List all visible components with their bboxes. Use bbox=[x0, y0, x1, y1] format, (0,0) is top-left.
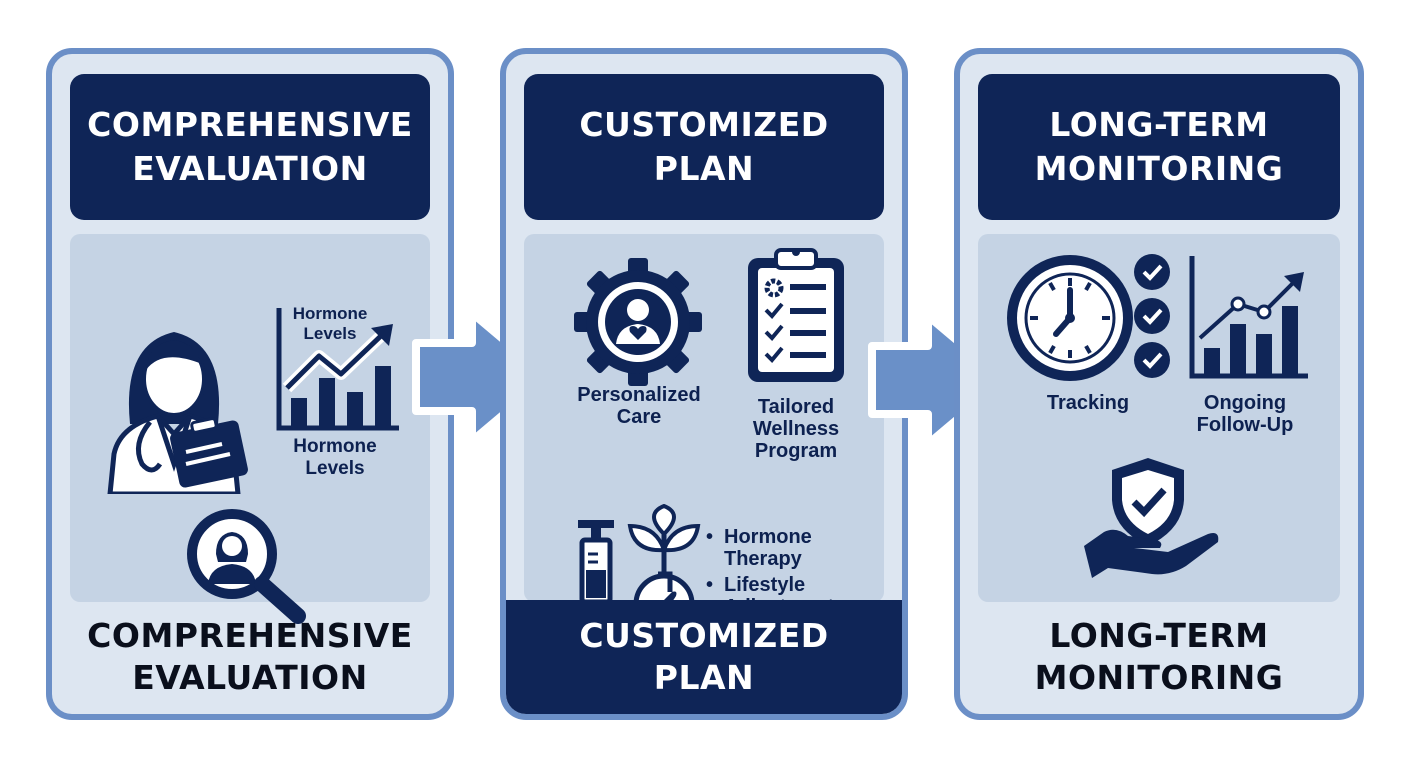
clock-label: Tracking bbox=[1046, 392, 1130, 414]
step-header-title: LONG-TERM MONITORING bbox=[1034, 105, 1284, 188]
chart-label: Ongoing Follow-Up bbox=[1196, 392, 1294, 436]
step-icon-panel: Hormone Levels Hormone Levels bbox=[70, 234, 430, 624]
step-card-monitoring: LONG-TERM MONITORING bbox=[954, 48, 1364, 720]
gear-person-icon bbox=[574, 258, 702, 386]
step-footer: LONG-TERM MONITORING bbox=[960, 600, 1358, 714]
clipboard-label: Tailored Wellness Program bbox=[752, 396, 840, 462]
step-card-evaluation: COMPREHENSIVE EVALUATION Hormone L bbox=[46, 48, 454, 720]
step-header-title: COMPREHENSIVE EVALUATION bbox=[87, 105, 413, 188]
step-icon-panel: Personalized Care Tailored Wellness Prog… bbox=[524, 234, 884, 634]
chart-label-bottom: Hormone Levels bbox=[293, 436, 377, 479]
step-header: LONG-TERM MONITORING bbox=[978, 74, 1340, 220]
step-header: CUSTOMIZED PLAN bbox=[524, 74, 884, 220]
bullet-text: Hormone Therapy bbox=[724, 526, 812, 570]
gear-label: Personalized Care bbox=[577, 384, 701, 428]
step-header: COMPREHENSIVE EVALUATION bbox=[70, 74, 430, 220]
chart-label-top: Hormone Levels bbox=[292, 304, 368, 343]
clock-checklist-icon bbox=[1007, 254, 1170, 381]
step-footer: COMPREHENSIVE EVALUATION bbox=[52, 600, 448, 714]
step-icon-panel: Tracking Ongoing Follow-Up bbox=[978, 234, 1340, 602]
clipboard-checklist-icon bbox=[748, 248, 844, 382]
bullet-dot: • bbox=[706, 574, 714, 596]
growth-chart-icon bbox=[1189, 256, 1308, 379]
step-footer-title: CUSTOMIZED PLAN bbox=[579, 616, 829, 697]
step-footer: CUSTOMIZED PLAN bbox=[506, 600, 902, 714]
step-header-title: CUSTOMIZED PLAN bbox=[579, 105, 829, 188]
hormone-chart-icon bbox=[276, 308, 399, 431]
step-footer-title: LONG-TERM MONITORING bbox=[1034, 616, 1284, 697]
step-footer-title: COMPREHENSIVE EVALUATION bbox=[87, 616, 413, 697]
bullet-item: • Hormone Therapy bbox=[706, 526, 866, 592]
bullet-dot: • bbox=[706, 526, 714, 548]
shield-hand-icon bbox=[1084, 458, 1219, 578]
magnifier-person-icon bbox=[187, 509, 306, 624]
doctor-icon bbox=[107, 332, 248, 494]
step-card-plan: CUSTOMIZED PLAN Personalized Care bbox=[500, 48, 908, 720]
